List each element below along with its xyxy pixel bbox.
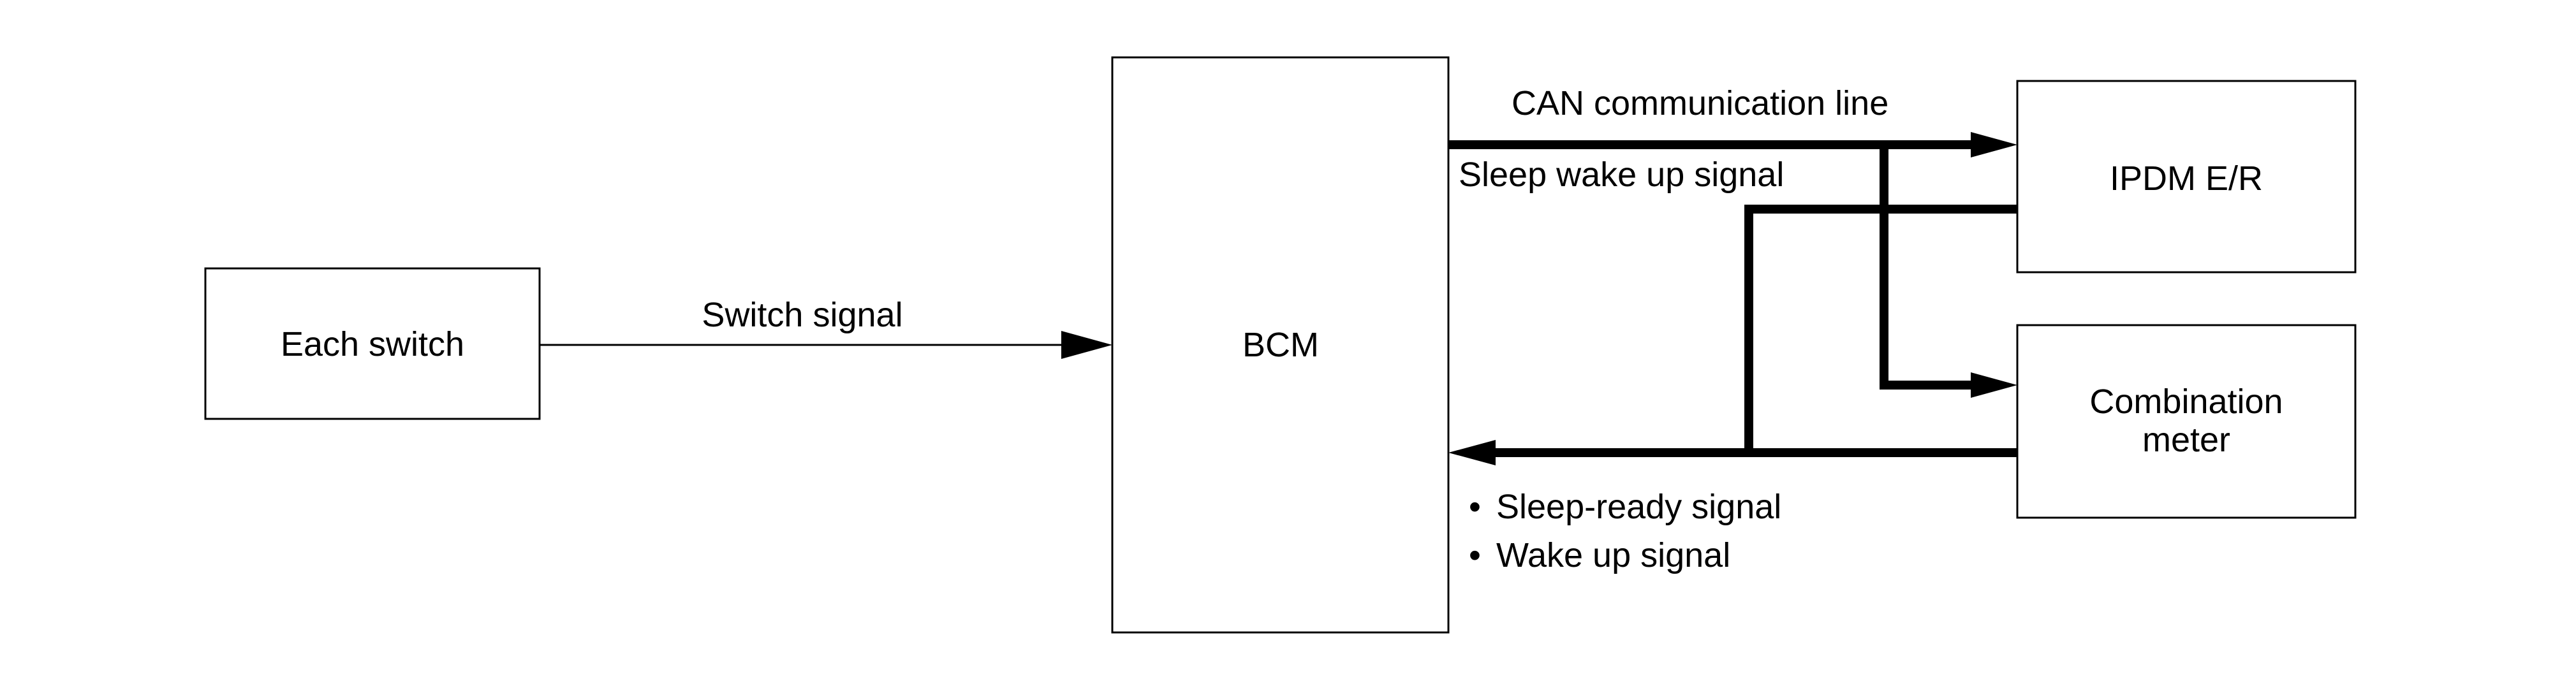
can-line-label: CAN communication line bbox=[1512, 84, 1888, 122]
bcm-input-bullet-2: • bbox=[1469, 536, 1481, 574]
return-arrowhead-bcm bbox=[1448, 440, 1496, 465]
bcm-label: BCM bbox=[1242, 326, 1319, 364]
ipdm-label: IPDM E/R bbox=[2110, 159, 2263, 198]
bcm-input-bullet-1: • bbox=[1469, 488, 1481, 526]
combination-meter-label-line1: Combination bbox=[2089, 383, 2283, 421]
bcm-block: BCM bbox=[1111, 56, 1450, 634]
switch-signal-connector: Switch signal bbox=[540, 296, 1112, 359]
bcm-input-text-1: Sleep-ready signal bbox=[1496, 488, 1781, 526]
switch-signal-label: Switch signal bbox=[702, 296, 902, 334]
each-switch-block: Each switch bbox=[204, 267, 541, 420]
can-line-connector: CAN communication line bbox=[1448, 84, 2017, 398]
combination-meter-block: Combination meter bbox=[2016, 324, 2357, 519]
can-arrowhead-meter bbox=[1971, 372, 2017, 398]
bcm-input-text-2: Wake up signal bbox=[1496, 536, 1730, 574]
return-signal-connector: Sleep wake up signal • Sleep-ready signa… bbox=[1448, 156, 2017, 574]
combination-meter-label-line2: meter bbox=[2142, 421, 2230, 459]
each-switch-label: Each switch bbox=[281, 325, 464, 363]
ipdm-block: IPDM E/R bbox=[2016, 80, 2357, 274]
sleep-wake-up-label: Sleep wake up signal bbox=[1459, 156, 1784, 194]
switch-signal-arrowhead bbox=[1061, 331, 1112, 359]
can-arrowhead-ipdm bbox=[1971, 132, 2017, 157]
